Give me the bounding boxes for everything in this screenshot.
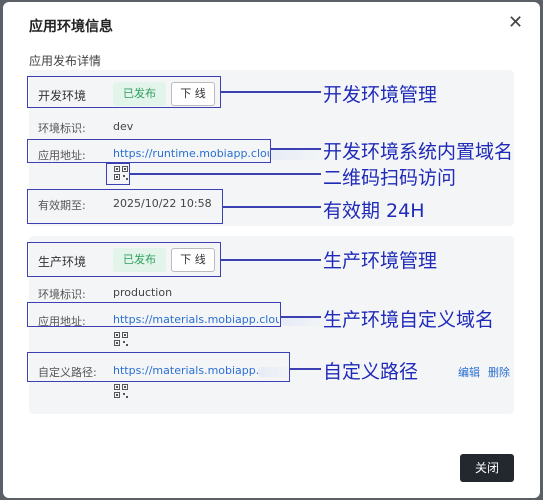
annot-dev-domain: 开发环境系统内置域名 [323,141,514,163]
annot-line-prod-env [221,259,321,261]
dev-status-badge: 已发布 [113,82,166,106]
dialog-title: 应用环境信息 [29,19,113,35]
annot-box-expiry [27,189,223,224]
prod-status-badge: 已发布 [113,248,166,272]
prod-offline-button[interactable]: 下 线 [171,248,215,272]
custom-path-qr-icon[interactable] [114,384,128,398]
annot-qr-access: 二维码扫码访问 [323,167,457,189]
annot-prod-domain: 生产环境自定义域名 [323,309,495,331]
dev-env-key-value: dev [113,120,134,133]
dev-offline-button[interactable]: 下 线 [171,82,215,106]
dev-qr-icon[interactable] [114,166,128,180]
dev-address-link[interactable]: https://runtime.mobiapp.cloud [113,147,269,160]
annot-box-dev-domain [27,139,271,163]
prod-env-key-value: production [113,286,173,299]
section-label: 应用发布详情 [29,54,102,68]
annot-box-custom-path [27,352,290,382]
annot-expiry: 有效期 24H [323,200,425,222]
prod-qr-icon[interactable] [114,332,128,346]
prod-address-link[interactable]: https://materials.mobiapp.cloud/ [113,313,279,326]
dev-expiry-value: 2025/10/22 10:58 [113,197,212,210]
close-button[interactable]: 关闭 [460,454,514,482]
dev-expiry-label: 有效期至: [38,199,86,212]
annot-line-custom-path [290,368,321,370]
prod-env-key-label: 环境标识: [38,288,86,301]
annot-box-prod-domain [27,302,281,327]
annot-dev-env: 开发环境管理 [323,84,438,106]
annot-line-dev-domain [271,148,321,150]
dev-env-name: 开发环境 [38,89,87,103]
custom-path-link[interactable]: https://materials.mobiapp.cl [113,364,258,377]
prod-address-label: 应用地址: [38,315,86,328]
annot-box-dev-env [27,76,221,108]
annot-line-expiry [223,206,321,208]
prod-address-redacted [281,316,331,326]
custom-path-redacted [258,367,298,377]
annot-box-qr [106,163,130,185]
annot-custom-path: 自定义路径 [323,361,419,383]
close-icon[interactable]: ✕ [508,12,524,33]
dev-panel: 开发环境 已发布 下 线 环境标识: dev 应用地址: https://run… [29,70,514,226]
app-env-dialog: 应用环境信息 ✕ 应用发布详情 开发环境 已发布 下 线 环境标识: dev 应… [3,2,540,498]
annot-line-qr [130,173,321,175]
edit-button[interactable]: 编辑 [458,366,480,379]
delete-button[interactable]: 删除 [488,366,510,379]
dev-address-label: 应用地址: [38,149,86,162]
custom-path-label: 自定义路径: [38,366,97,379]
prod-panel: 生产环境 已发布 下 线 环境标识: production 应用地址: http… [29,236,514,414]
annot-line-prod-domain [281,316,321,318]
annot-line-dev-env [221,91,321,93]
dev-address-redacted [269,150,329,160]
dev-env-key-label: 环境标识: [38,122,86,135]
annot-prod-env: 生产环境管理 [323,250,438,272]
annot-box-prod-env [27,242,221,277]
prod-env-name: 生产环境 [38,255,87,269]
